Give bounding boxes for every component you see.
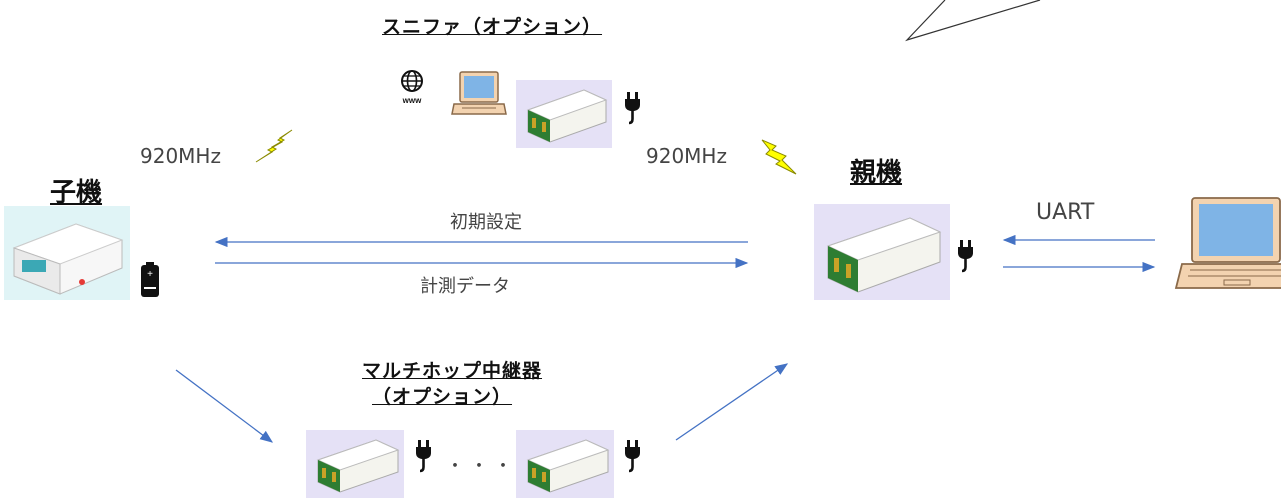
relay-device-1-icon	[316, 439, 400, 493]
parent-device	[814, 204, 950, 300]
init-settings-label: 初期設定	[450, 212, 522, 233]
relay-device-2-icon	[526, 439, 610, 493]
lightning-right-icon	[761, 139, 797, 175]
relay-title: マルチホップ中継器	[362, 360, 543, 382]
sniffer-device-icon	[526, 89, 608, 143]
relay-device-2	[516, 430, 614, 498]
svg-text:www: www	[402, 96, 422, 105]
child-to-relay-arrow	[175, 369, 274, 443]
lightning-left-icon	[255, 129, 293, 163]
frequency-label-left: 920MHz	[140, 144, 221, 168]
measurement-data-label: 計測データ	[420, 276, 510, 297]
uart-label: UART	[1036, 200, 1095, 225]
parent-title: 親機	[850, 158, 903, 188]
child-device	[4, 206, 130, 300]
relay-to-parent-arrow	[675, 363, 789, 441]
relay-ellipsis: ・・・	[446, 456, 518, 477]
child-title: 子機	[50, 178, 103, 208]
relay-subtitle: （オプション）	[372, 386, 513, 408]
relay-device-1	[306, 430, 404, 498]
parent-device-icon	[826, 217, 942, 293]
child-device-icon	[12, 223, 124, 295]
sniffer-device	[516, 80, 612, 148]
sniffer-title: スニファ（オプション）	[382, 16, 603, 38]
frequency-label-right: 920MHz	[646, 144, 727, 168]
svg-text:+: +	[147, 269, 153, 280]
